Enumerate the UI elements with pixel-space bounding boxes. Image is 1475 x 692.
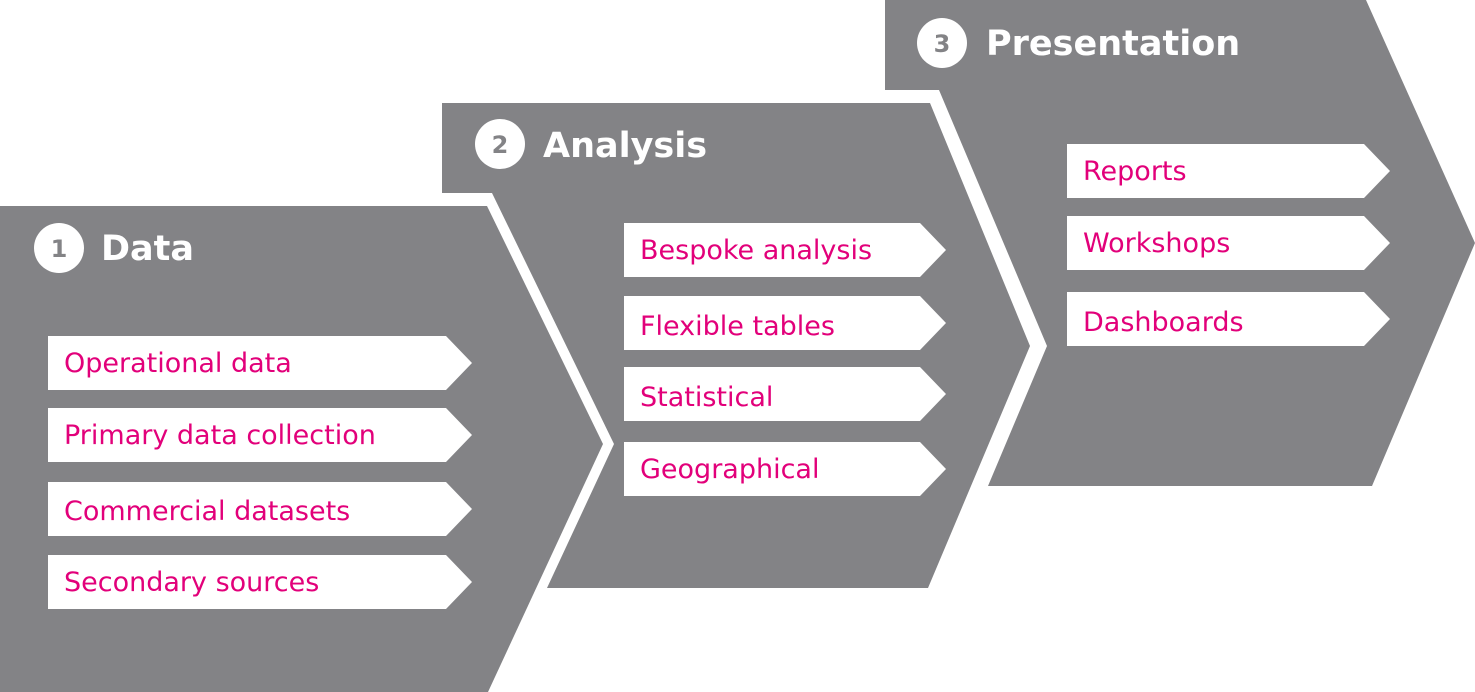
item-label: Statistical xyxy=(640,382,773,413)
stage-data-number: 1 xyxy=(51,235,68,263)
item-tag-shape xyxy=(1067,216,1390,270)
item-label: Geographical xyxy=(640,454,819,485)
list-item: Secondary sources xyxy=(48,555,472,609)
stage-analysis-badge xyxy=(475,119,525,169)
list-item: Reports xyxy=(1067,144,1390,198)
stage-presentation-number: 3 xyxy=(934,30,951,58)
list-item: Statistical xyxy=(624,367,946,421)
list-item: Bespoke analysis xyxy=(624,223,946,277)
item-tag-shape xyxy=(624,296,946,350)
stage-analysis-title: Analysis xyxy=(543,126,707,166)
stage-analysis-number: 2 xyxy=(492,131,509,159)
item-tag-shape xyxy=(1067,144,1390,198)
item-tag-shape xyxy=(624,367,946,421)
stage-analysis: 2 Analysis Bespoke analysis Flexible tab… xyxy=(442,103,1030,588)
list-item: Commercial datasets xyxy=(48,482,472,536)
item-label: Reports xyxy=(1083,156,1187,187)
stage-data-badge xyxy=(34,223,84,273)
item-tag-shape xyxy=(624,223,946,277)
item-tag-shape xyxy=(48,336,472,390)
item-label: Commercial datasets xyxy=(64,496,350,527)
item-tag-shape xyxy=(1067,292,1390,346)
item-label: Secondary sources xyxy=(64,567,319,598)
item-tag-shape xyxy=(48,408,472,462)
list-item: Dashboards xyxy=(1067,292,1390,346)
list-item: Operational data xyxy=(48,336,472,390)
stage-data-title: Data xyxy=(101,229,194,269)
list-item: Workshops xyxy=(1067,216,1390,270)
list-item: Primary data collection xyxy=(48,408,472,462)
stage-data: 1 Data Operational data Primary data col… xyxy=(0,206,603,692)
list-item: Flexible tables xyxy=(624,296,946,350)
item-label: Dashboards xyxy=(1083,307,1244,338)
item-tag-shape xyxy=(48,555,472,609)
item-label: Bespoke analysis xyxy=(640,235,872,266)
item-label: Operational data xyxy=(64,348,292,379)
item-tag-shape xyxy=(624,442,946,496)
item-label: Flexible tables xyxy=(640,311,835,342)
stage-presentation-badge xyxy=(917,18,967,68)
stage-presentation: 3 Presentation Reports Workshops Dashboa… xyxy=(885,0,1475,486)
list-item: Geographical xyxy=(624,442,946,496)
item-tag-shape xyxy=(48,482,472,536)
stage-presentation-title: Presentation xyxy=(986,24,1240,64)
item-label: Primary data collection xyxy=(64,420,376,451)
item-label: Workshops xyxy=(1083,228,1230,259)
